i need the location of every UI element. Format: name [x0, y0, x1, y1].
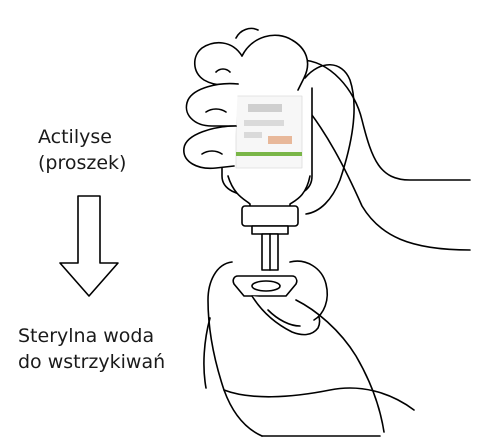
down-arrow-icon — [59, 195, 119, 297]
actilyse-vial — [221, 87, 313, 235]
transfer-spike — [261, 233, 279, 271]
upper-hand-fingers — [183, 27, 309, 170]
powder-label-line1: Actilyse — [38, 126, 112, 148]
water-label: Sterylna woda do wstrzykiwań — [18, 323, 165, 375]
upper-hand — [299, 59, 471, 251]
powder-label-line2: (proszek) — [38, 152, 127, 174]
water-label-line2: do wstrzykiwań — [18, 351, 166, 373]
powder-label: Actilyse (proszek) — [38, 124, 126, 176]
water-label-line1: Sterylna woda — [18, 325, 155, 347]
lower-hand — [203, 260, 415, 437]
